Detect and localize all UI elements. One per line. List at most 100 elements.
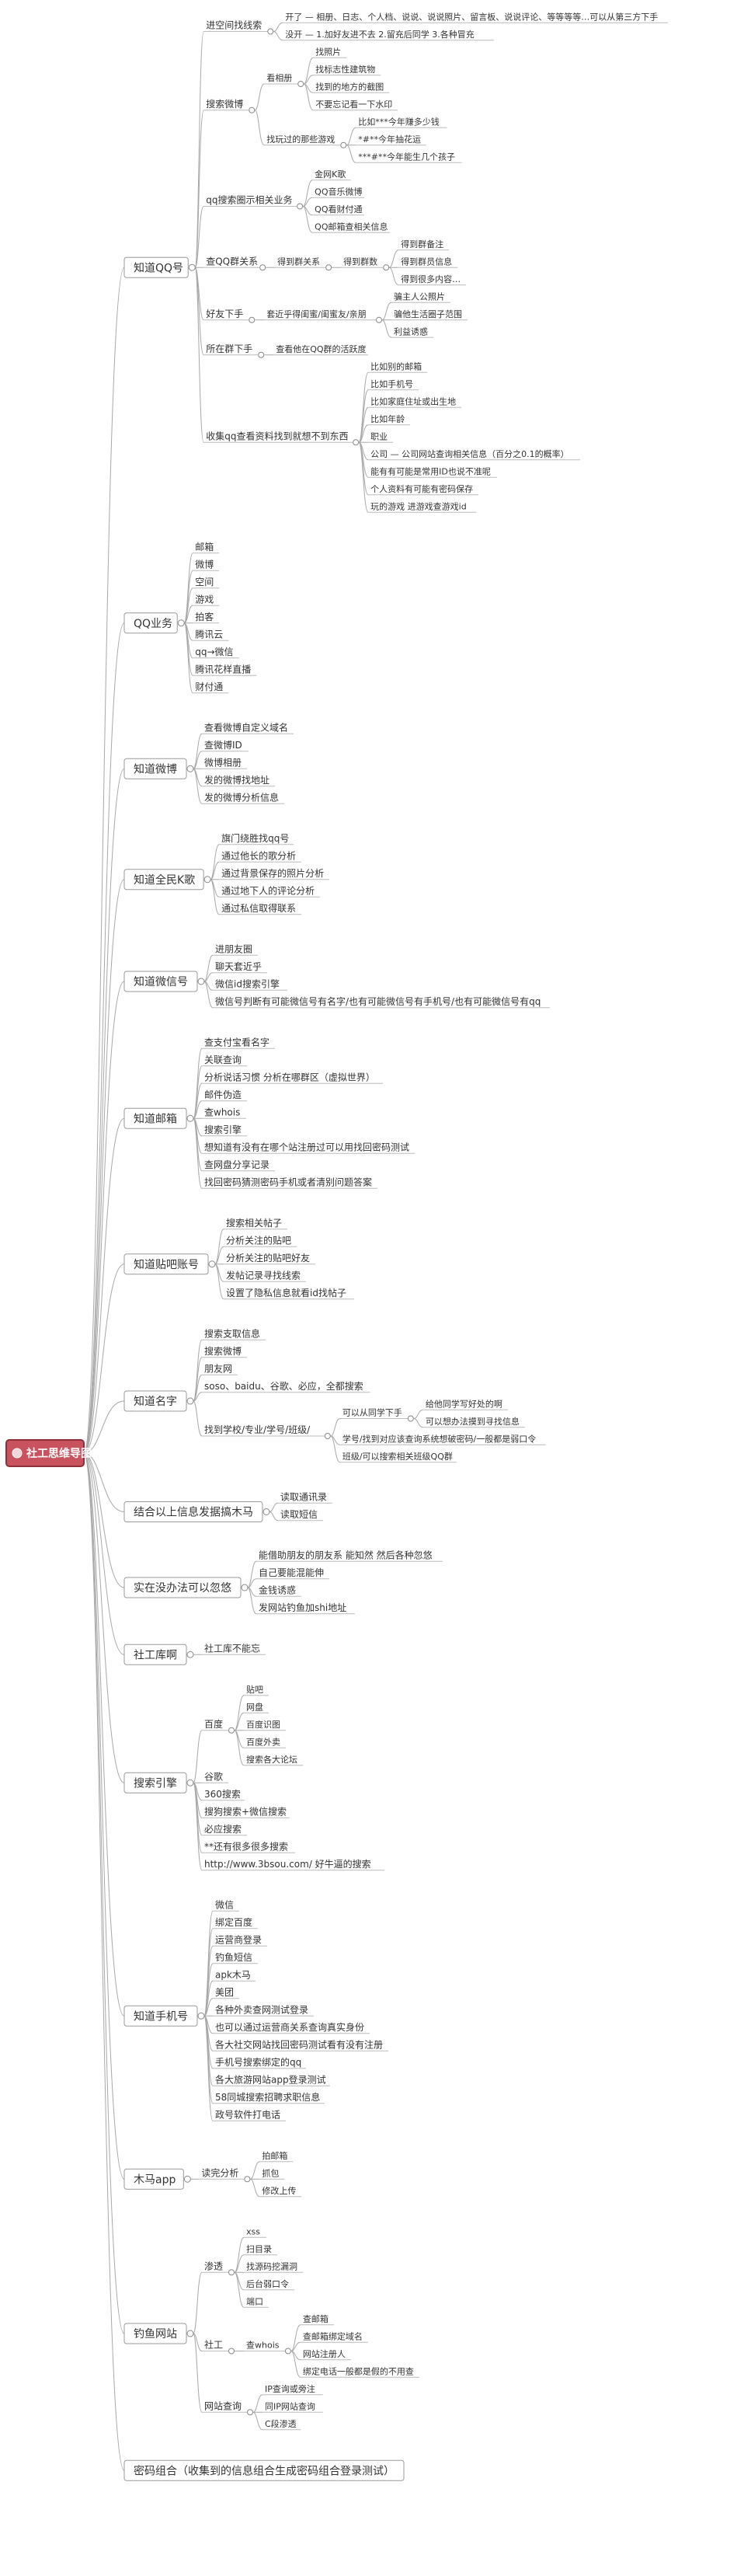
branch-box[interactable] — [123, 612, 178, 634]
node-n92: 给他同学写好处的啊 — [426, 1398, 502, 1409]
collapse-toggle-icon[interactable] — [297, 203, 304, 210]
node-n27: 骗主人公照片 — [394, 291, 445, 302]
connector — [252, 2411, 263, 2431]
branch-n69: 知道邮箱 — [134, 1112, 177, 1125]
node-n107: 百度 — [204, 1718, 223, 1730]
collapse-toggle-icon[interactable] — [188, 263, 196, 271]
branch-n155: 密码组合（收集到的信息组合生成密码组合登录测试） — [134, 2464, 395, 2477]
collapse-toggle-icon[interactable] — [353, 439, 360, 446]
branch-n52: 知道微博 — [134, 762, 177, 776]
collapse-toggle-icon[interactable] — [186, 1397, 194, 1405]
collapse-toggle-icon[interactable] — [186, 1651, 194, 1658]
node-whois-146: 查whois — [246, 2340, 280, 2351]
branch-box[interactable] — [123, 1390, 187, 1412]
node-n88: 朋友网 — [204, 1363, 232, 1374]
node-qq-16: QQ音乐微博 — [315, 186, 362, 197]
collapse-toggle-icon[interactable] — [186, 765, 194, 772]
connector — [203, 1998, 214, 2017]
collapse-toggle-icon[interactable] — [297, 81, 304, 87]
collapse-toggle-icon[interactable] — [258, 351, 265, 358]
collapse-toggle-icon[interactable] — [186, 1779, 194, 1786]
collapse-toggle-icon[interactable] — [203, 876, 211, 884]
collapse-toggle-icon[interactable] — [249, 316, 256, 323]
connector — [290, 2351, 301, 2378]
connector — [203, 954, 214, 982]
collapse-toggle-icon[interactable] — [259, 264, 266, 271]
collapse-toggle-icon[interactable] — [208, 1260, 216, 1268]
connector — [250, 2161, 260, 2180]
connector — [388, 267, 399, 286]
collapse-toggle-icon[interactable] — [186, 1114, 194, 1122]
branch-box[interactable] — [123, 1644, 187, 1665]
collapse-toggle-icon[interactable] — [249, 106, 256, 113]
node-n81: 分析关注的贴吧 — [226, 1234, 291, 1246]
connector — [346, 127, 356, 146]
node-n13: ***#**今年能生几个孩子 — [358, 151, 455, 162]
node-n24: 得到很多内容… — [401, 274, 461, 284]
collapse-toggle-icon[interactable] — [177, 619, 185, 627]
node-n90: 找到学校/专业/学号/班级/ — [204, 1424, 311, 1435]
connector — [193, 751, 203, 769]
branch-box[interactable] — [123, 869, 204, 891]
node-id-54: 查微博ID — [204, 739, 242, 751]
collapse-toggle-icon[interactable] — [228, 1727, 235, 1734]
collapse-toggle-icon[interactable] — [244, 2176, 251, 2183]
collapse-toggle-icon[interactable] — [197, 978, 205, 985]
node-qq-129: 手机号搜索绑定的qq — [215, 2056, 301, 2068]
collapse-toggle-icon[interactable] — [186, 2330, 194, 2337]
node-qq-14: qq搜索圈示相关业务 — [206, 194, 292, 206]
branch-box[interactable] — [123, 2168, 184, 2190]
branch-k-58: 知道全民K歌 — [134, 873, 195, 887]
connector — [290, 2341, 301, 2351]
node-n22: 得到群备注 — [401, 239, 443, 249]
connector — [358, 406, 369, 443]
node-ip-153: 同IP网站查询 — [265, 2400, 315, 2411]
node-n120: 微信 — [215, 1899, 234, 1910]
branch-box[interactable] — [123, 971, 198, 992]
branch-box[interactable] — [123, 758, 187, 779]
node-n80: 搜索相关帖子 — [226, 1217, 282, 1229]
node-n2: 开了 — 相册、日志、个人档、说说、说说照片、留言板、说说评论、等等等等…可以从… — [285, 11, 658, 22]
branch-box[interactable] — [123, 2005, 198, 2027]
node-n40: 个人资料有可能有密码保存 — [370, 483, 473, 494]
collapse-toggle-icon[interactable] — [325, 264, 332, 271]
branch-box[interactable] — [123, 1253, 209, 1275]
branch-box[interactable] — [123, 1772, 187, 1793]
collapse-toggle-icon[interactable] — [247, 2409, 253, 2416]
collapse-toggle-icon[interactable] — [284, 2348, 291, 2355]
node-n71: 关联查询 — [204, 1054, 242, 1065]
collapse-toggle-icon[interactable] — [324, 1433, 331, 1439]
branch-n119: 知道手机号 — [134, 2010, 188, 2023]
connector — [194, 110, 204, 268]
node-n66: 聊天套近乎 — [215, 961, 262, 972]
connector — [83, 1264, 125, 1454]
connector — [83, 1452, 125, 1588]
branch-box[interactable] — [123, 1501, 263, 1522]
collapse-toggle-icon[interactable] — [228, 2269, 235, 2276]
collapse-toggle-icon[interactable] — [267, 28, 274, 35]
collapse-toggle-icon[interactable] — [407, 1415, 414, 1422]
node-c-154: C段渗透 — [265, 2418, 297, 2429]
collapse-toggle-icon[interactable] — [228, 2348, 235, 2355]
collapse-toggle-icon[interactable] — [241, 1584, 249, 1591]
node-id-84: 设置了隐私信息就看id找帖子 — [226, 1287, 346, 1298]
collapse-toggle-icon[interactable] — [183, 2175, 191, 2183]
collapse-toggle-icon[interactable] — [376, 316, 382, 323]
branch-box[interactable] — [123, 2323, 187, 2344]
node-xss-140: xss — [246, 2226, 260, 2236]
collapse-toggle-icon[interactable] — [383, 264, 390, 271]
branch-box[interactable] — [123, 1577, 242, 1598]
node-n34: 比如手机号 — [370, 378, 413, 389]
root-emblem-icon — [12, 1448, 23, 1459]
collapse-toggle-icon[interactable] — [340, 141, 347, 148]
connector — [247, 1578, 257, 1588]
branch-box[interactable] — [123, 256, 189, 278]
connector — [83, 1452, 125, 1783]
branch-box[interactable] — [123, 2459, 405, 2481]
branch-box[interactable] — [123, 1107, 187, 1129]
collapse-toggle-icon[interactable] — [263, 1508, 270, 1515]
connector — [193, 768, 203, 804]
collapse-toggle-icon[interactable] — [197, 2012, 205, 2020]
root-node[interactable] — [5, 1439, 85, 1467]
connector — [193, 1339, 203, 1402]
